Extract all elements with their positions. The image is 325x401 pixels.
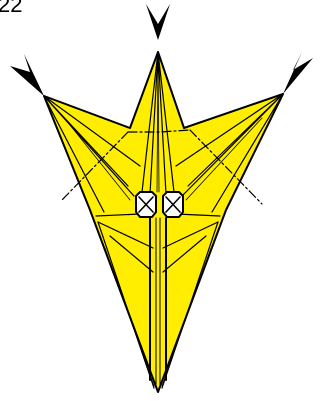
push-arrow-left-icon xyxy=(10,54,44,96)
model-body xyxy=(44,52,283,392)
push-arrow-right-icon xyxy=(283,52,313,94)
step-number: 22 xyxy=(0,0,22,16)
push-arrow-top-icon xyxy=(146,4,170,40)
